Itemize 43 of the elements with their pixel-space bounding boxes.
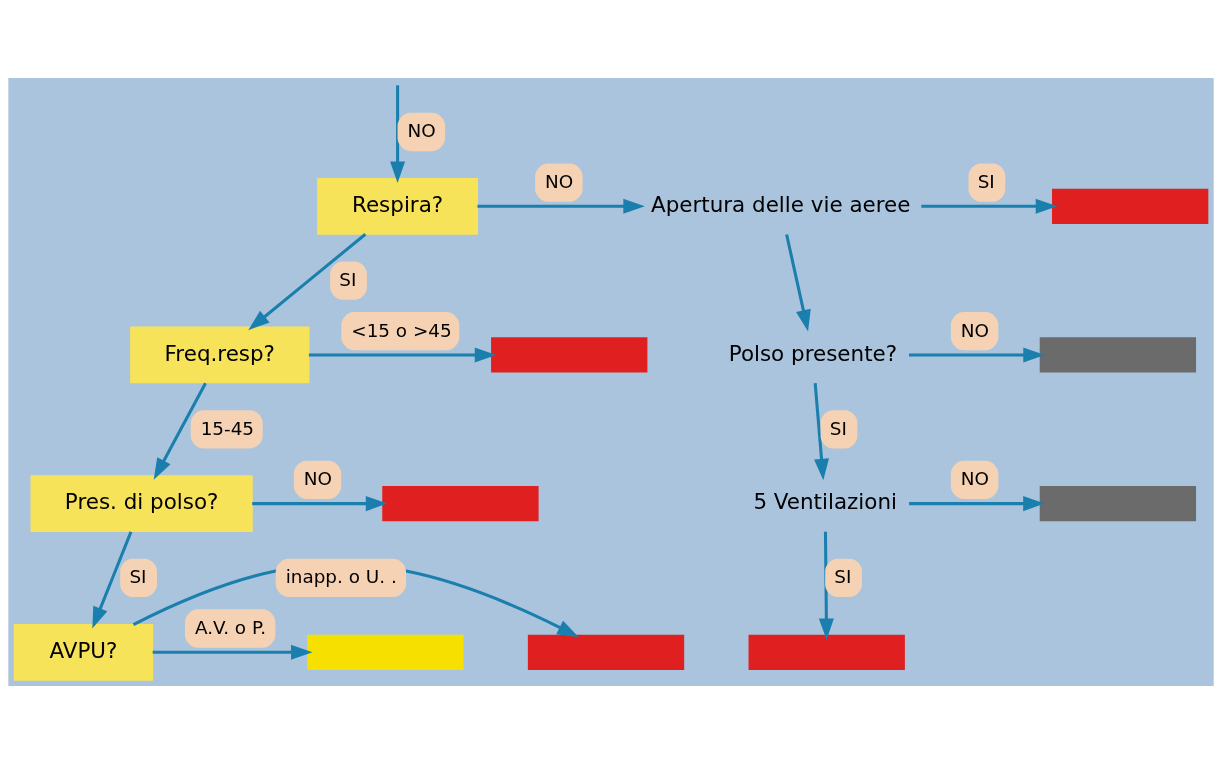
edge-label: A.V. o P. <box>194 616 267 638</box>
edge-label: NO <box>407 119 436 141</box>
edge-label: <15 o >45 <box>351 319 452 341</box>
arrow <box>390 84 406 183</box>
edge-label: inapp. o U. . <box>285 565 397 587</box>
node-bar <box>1039 336 1197 373</box>
node-box: Freq.resp? <box>130 326 310 383</box>
node-text: Polso presente? <box>728 340 898 366</box>
node-bar <box>307 634 464 670</box>
arrow <box>921 198 1058 214</box>
node-bar <box>1052 188 1209 224</box>
arrow <box>152 644 313 660</box>
arrow <box>153 381 207 480</box>
arrow <box>248 232 367 330</box>
edge-label: SI <box>129 565 147 587</box>
edge-label: SI <box>834 565 852 587</box>
node-text: 5 Ventilazioni <box>753 488 897 514</box>
node-box: AVPU? <box>13 623 154 681</box>
arrow <box>92 530 133 629</box>
node-box: Pres. di polso? <box>30 474 253 532</box>
edge-label: NO <box>545 170 574 192</box>
node-box: Respira? <box>317 177 479 235</box>
arrow <box>785 233 811 331</box>
edge-label: SI <box>977 170 995 192</box>
arrow <box>252 495 388 511</box>
edge-label: NO <box>303 467 332 489</box>
arrow <box>909 495 1045 511</box>
edge-label: SI <box>829 417 847 439</box>
node-bar <box>527 634 685 670</box>
arrow <box>477 198 645 214</box>
edge-label: SI <box>339 268 357 290</box>
node-bar <box>1039 485 1197 521</box>
node-bar <box>382 485 539 521</box>
node-bar <box>748 634 905 670</box>
arrow <box>813 382 830 480</box>
edge-label: 15-45 <box>200 417 255 439</box>
arrow <box>909 346 1045 362</box>
arrow <box>308 346 497 362</box>
edge-label: NO <box>960 319 990 341</box>
node-bar <box>491 336 648 373</box>
arrow <box>818 531 834 640</box>
node-text: Apertura delle vie aeree <box>651 191 911 217</box>
edge-label: NO <box>960 467 990 489</box>
